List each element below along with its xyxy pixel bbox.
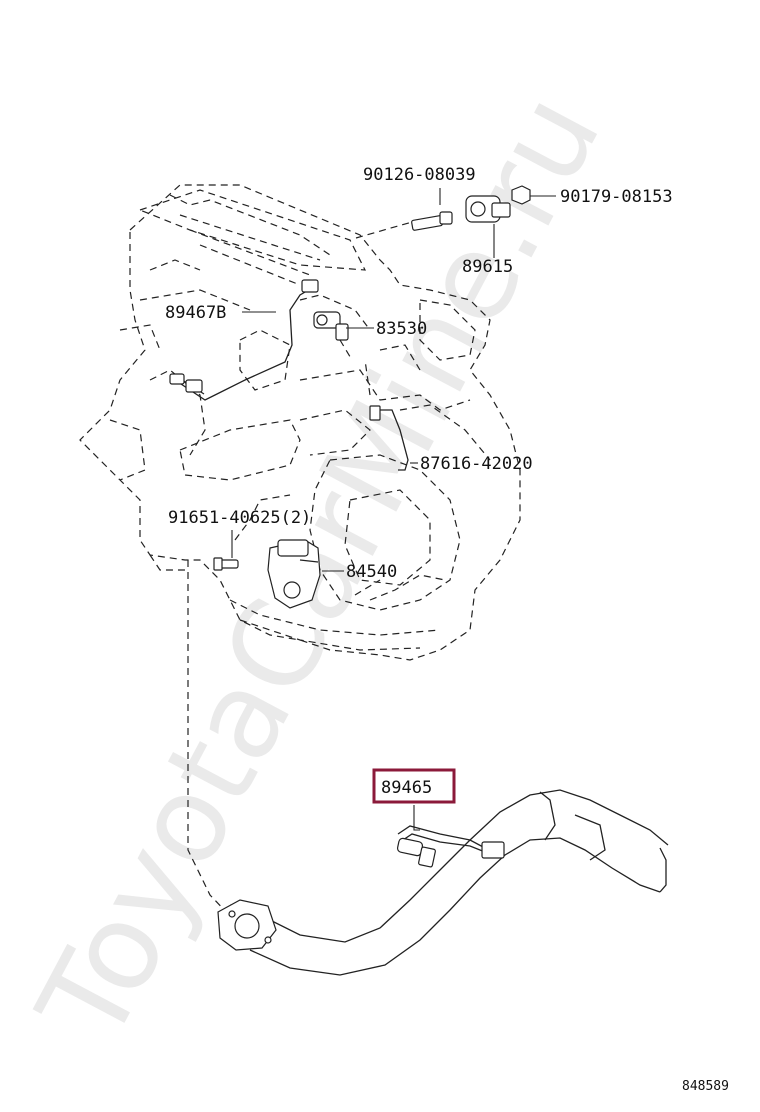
oxygen-sensor-lower [396,825,505,868]
bolt-91651 [213,557,239,571]
label-89467b[interactable]: 89467B [165,303,226,323]
label-89615[interactable]: 89615 [462,257,513,277]
engine-drawing [79,184,521,661]
figure-id: 848589 [682,1079,729,1094]
nut-90179 [511,185,531,205]
knock-sensor [465,195,511,223]
flange-link-line [187,560,233,919]
vvt-link [339,339,353,361]
highlight-box [372,768,456,804]
bolt-90126 [411,211,453,231]
knock-sensor-link [355,221,413,239]
neutral-start-switch [267,539,321,609]
exhaust-pipe [217,789,669,976]
vvt-sensor [313,311,349,341]
label-87616-42020[interactable]: 87616-42020 [420,454,533,474]
label-84540[interactable]: 84540 [346,562,397,582]
label-91651-40625[interactable]: 91651-40625(2) [168,508,311,528]
label-90126-08039[interactable]: 90126-08039 [363,165,476,185]
leader-lines [231,188,556,831]
wire-bracket [369,405,409,471]
bracket-link [364,359,371,396]
label-90179-08153[interactable]: 90179-08153 [560,187,673,207]
label-83530[interactable]: 83530 [376,319,427,339]
oxygen-sensor-upper [169,279,319,401]
label-89465[interactable]: 89465 [381,778,432,798]
